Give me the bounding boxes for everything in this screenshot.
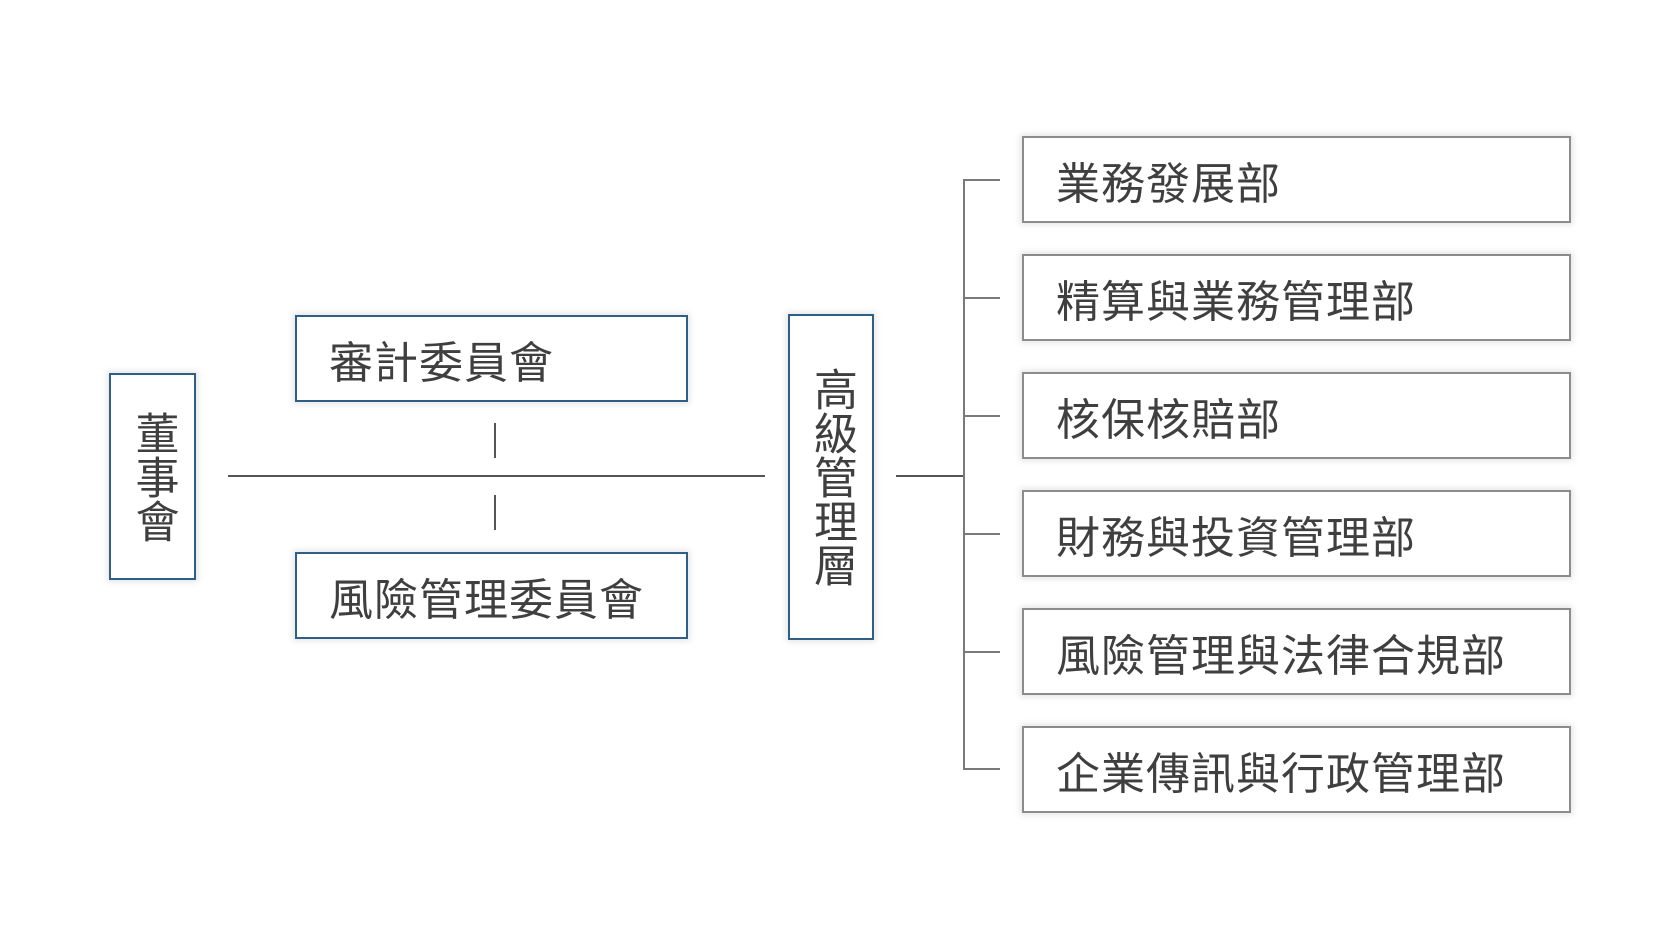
committee-label-audit: 審計委員會 <box>329 337 554 389</box>
risk-committee-connector <box>494 495 496 530</box>
department-node-finance-investment: 財務與投資管理部 <box>1022 490 1571 577</box>
management-node: 高級管理層 <box>788 314 874 640</box>
department-label: 核保核賠部 <box>1056 394 1281 446</box>
board-node: 董事會 <box>109 373 196 580</box>
department-connector-5 <box>963 651 1000 653</box>
department-connector-6 <box>963 768 1000 770</box>
department-node-risk-legal-compliance: 風險管理與法律合規部 <box>1022 608 1571 695</box>
department-node-actuarial: 精算與業務管理部 <box>1022 254 1571 341</box>
department-node-corporate-communications-admin: 企業傳訊與行政管理部 <box>1022 726 1571 813</box>
departments-vertical-connector <box>963 179 965 770</box>
committee-label-risk: 風險管理委員會 <box>329 574 644 626</box>
audit-committee-connector <box>494 423 496 458</box>
department-connector-4 <box>963 533 1000 535</box>
department-connector-1 <box>963 179 1000 181</box>
department-node-business-development: 業務發展部 <box>1022 136 1571 223</box>
board-label: 董事會 <box>127 410 179 543</box>
department-connector-2 <box>963 297 1000 299</box>
board-to-management-connector <box>228 475 765 477</box>
department-label: 業務發展部 <box>1056 158 1281 210</box>
committee-node-audit: 審計委員會 <box>295 315 688 402</box>
management-to-departments-connector <box>896 475 964 477</box>
department-label: 企業傳訊與行政管理部 <box>1056 748 1506 800</box>
committee-node-risk: 風險管理委員會 <box>295 552 688 639</box>
department-node-underwriting-claims: 核保核賠部 <box>1022 372 1571 459</box>
department-label: 財務與投資管理部 <box>1056 512 1416 564</box>
management-label: 高級管理層 <box>806 367 857 587</box>
department-label: 精算與業務管理部 <box>1056 276 1416 328</box>
department-connector-3 <box>963 415 1000 417</box>
department-label: 風險管理與法律合規部 <box>1056 630 1506 682</box>
